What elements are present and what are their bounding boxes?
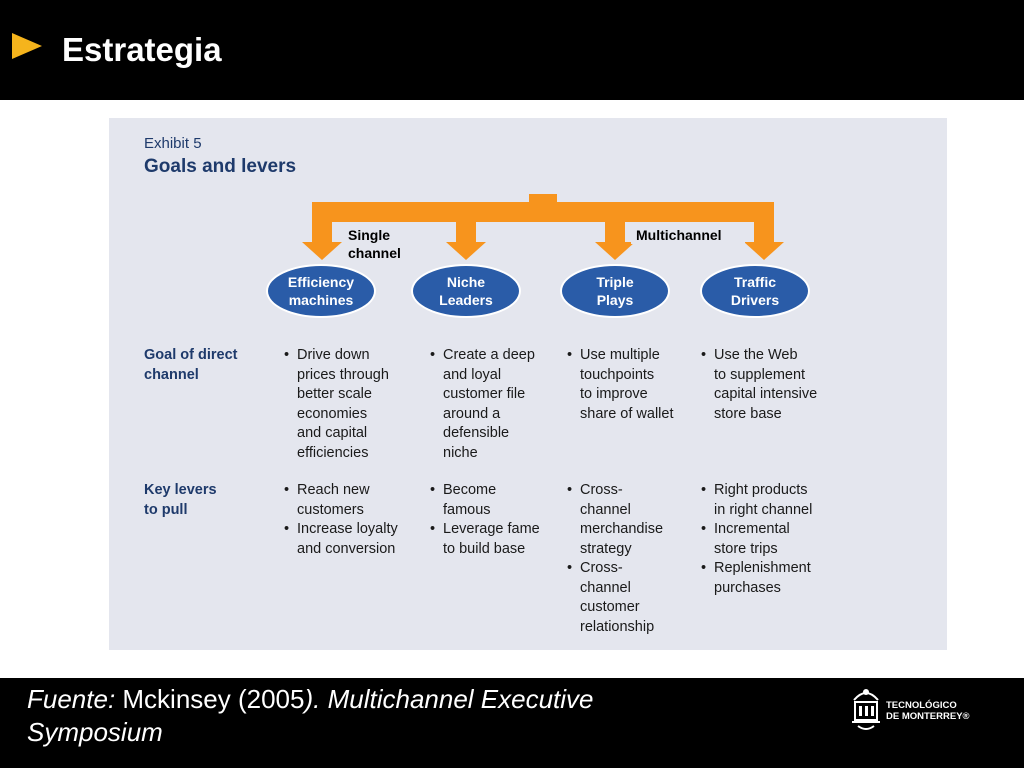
multichannel-label-bg xyxy=(631,222,745,244)
exhibit-panel: Exhibit 5 Goals and levers Single channe… xyxy=(109,118,947,650)
list-item: Use multiple touchpoints to improve shar… xyxy=(567,346,697,424)
source-author: Mckinsey (2005 xyxy=(115,684,305,714)
slide-title: Estrategia xyxy=(62,31,222,68)
header-bar: Estrategia xyxy=(0,0,1024,100)
group-label-single-channel: Single channel xyxy=(348,227,401,261)
strategy-triple-plays: Triple Plays xyxy=(560,264,670,318)
source-prefix: Fuente: xyxy=(27,684,116,714)
group-label-multichannel: Multichannel xyxy=(636,227,722,243)
source-title: ). Multichannel Executive Symposium xyxy=(27,684,594,747)
logo-text: TECNOLÓGICO DE MONTERREY® xyxy=(886,700,970,722)
levers-cell-niche: Become famous Leverage fame to build bas… xyxy=(430,481,560,559)
list-item: Cross- channel merchandise strategy xyxy=(567,481,697,559)
arrow-stem-top xyxy=(529,194,557,204)
goal-cell-triple: Use multiple touchpoints to improve shar… xyxy=(567,346,697,424)
arrow-stem-4 xyxy=(754,202,774,244)
strategy-traffic-drivers: Traffic Drivers xyxy=(700,264,810,318)
arrow-head-2 xyxy=(446,242,486,260)
bullet-arrow-icon xyxy=(12,33,42,59)
arrow-head-4 xyxy=(744,242,784,260)
arrow-stem-1 xyxy=(312,202,332,244)
row-label-goal: Goal of direct channel xyxy=(144,347,238,383)
list-item: Incremental store trips xyxy=(701,520,841,559)
list-item: Increase loyalty and conversion xyxy=(284,520,424,559)
list-item: Use the Web to supplement capital intens… xyxy=(701,346,841,424)
arrow-stem-2 xyxy=(456,202,476,244)
arrow-head-3 xyxy=(595,242,635,260)
institution-seal-icon xyxy=(852,689,880,730)
row-label-levers: Key levers to pull xyxy=(144,482,217,518)
single-channel-label-bg xyxy=(342,222,406,260)
goal-cell-traffic: Use the Web to supplement capital intens… xyxy=(701,346,841,424)
list-item: Right products in right channel xyxy=(701,481,841,520)
arrow-stem-3 xyxy=(605,202,625,244)
exhibit-label: Exhibit 5 xyxy=(144,135,202,152)
levers-cell-traffic: Right products in right channel Incremen… xyxy=(701,481,841,598)
strategy-efficiency-machines: Efficiency machines xyxy=(266,264,376,318)
levers-cell-triple: Cross- channel merchandise strategy Cros… xyxy=(567,481,697,637)
source-citation: Fuente: Mckinsey (2005). Multichannel Ex… xyxy=(27,683,727,749)
list-item: Cross- channel customer relationship xyxy=(567,559,697,637)
institution-logo: TECNOLÓGICO DE MONTERREY® xyxy=(846,680,996,736)
strategy-niche-leaders: Niche Leaders xyxy=(411,264,521,318)
list-item: Become famous xyxy=(430,481,560,520)
list-item: Create a deep and loyal customer file ar… xyxy=(430,346,560,463)
levers-cell-efficiency: Reach new customers Increase loyalty and… xyxy=(284,481,424,559)
goal-cell-efficiency: Drive down prices through better scale e… xyxy=(284,346,414,463)
list-item: Leverage fame to build base xyxy=(430,520,560,559)
list-item: Replenishment purchases xyxy=(701,559,841,598)
exhibit-title: Goals and levers xyxy=(144,156,297,177)
arrow-head-1 xyxy=(302,242,342,260)
list-item: Reach new customers xyxy=(284,481,424,520)
arrow-bar xyxy=(312,202,774,222)
hierarchy-arrows xyxy=(302,194,784,260)
goal-cell-niche: Create a deep and loyal customer file ar… xyxy=(430,346,560,463)
list-item: Drive down prices through better scale e… xyxy=(284,346,414,463)
